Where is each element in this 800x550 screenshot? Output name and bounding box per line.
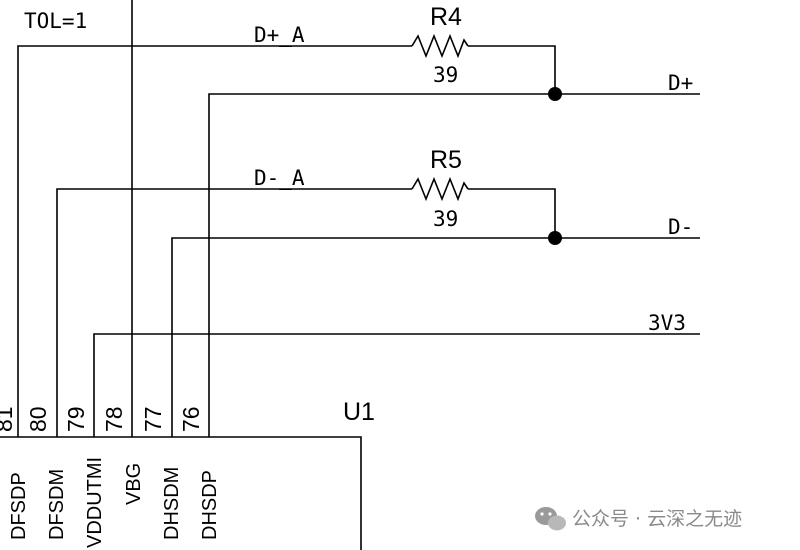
- resistor-r5-symbol: [411, 176, 469, 202]
- ic-u1-ref: U1: [343, 398, 375, 426]
- wire-dp: [208, 93, 700, 398]
- wire-dm: [171, 237, 700, 398]
- pin-names: DFSDP DFSDM VDDUTMI VBG DHSDM DHSDP: [8, 457, 221, 548]
- pin-number-77: 77: [140, 406, 166, 432]
- pin-number-80: 80: [25, 406, 51, 432]
- net-label-dp: D+: [668, 71, 693, 95]
- resistor-r4: R4 39: [411, 3, 469, 87]
- pin-numbers: 81 80 79 78 77 76: [0, 406, 204, 432]
- pin-number-81: 81: [0, 406, 17, 432]
- resistor-r5-value: 39: [433, 207, 458, 231]
- pin-name-vddutmi: VDDUTMI: [84, 457, 106, 548]
- net-label-dp-a: D+_A: [254, 23, 305, 47]
- wechat-icon: [535, 507, 566, 531]
- pin-number-79: 79: [63, 406, 89, 432]
- pin-name-dhsdp: DHSDP: [199, 470, 221, 540]
- wire-r4-out: [468, 45, 556, 94]
- resistor-r5-ref: R5: [430, 146, 462, 174]
- pin-name-vbg: VBG: [123, 463, 145, 505]
- wire-dp-a: [17, 45, 412, 398]
- watermark-text: 公众号 · 云深之无迹: [572, 508, 742, 530]
- pin-name-dhsdm: DHSDM: [161, 467, 183, 540]
- pin-name-dfsdm: DFSDM: [46, 469, 68, 540]
- resistor-r4-symbol: [411, 33, 469, 59]
- resistor-r5: R5 39: [411, 146, 469, 231]
- ic-u1: U1: [0, 398, 375, 550]
- net-label-dm-a: D-_A: [254, 166, 305, 190]
- net-label-3v3: 3V3: [648, 311, 686, 335]
- pin-number-76: 76: [178, 406, 204, 432]
- wire-r5-out: [468, 188, 556, 238]
- watermark: 公众号 · 云深之无迹: [535, 507, 742, 531]
- wire-3v3: [93, 333, 700, 398]
- pin-number-78: 78: [101, 406, 127, 432]
- resistor-r4-ref: R4: [430, 3, 462, 31]
- ic-u1-body: [0, 436, 362, 550]
- resistor-r4-value: 39: [433, 63, 458, 87]
- pin-dividers: [17, 398, 210, 437]
- wires: [17, 0, 700, 398]
- tol-label: TOL=1: [24, 9, 87, 33]
- pin-name-dfsdp: DFSDP: [8, 472, 30, 540]
- wire-dm-a: [56, 188, 412, 398]
- net-label-dm: D-: [668, 215, 693, 239]
- junction-dot-dm: [548, 231, 562, 245]
- junction-dot-dp: [548, 87, 562, 101]
